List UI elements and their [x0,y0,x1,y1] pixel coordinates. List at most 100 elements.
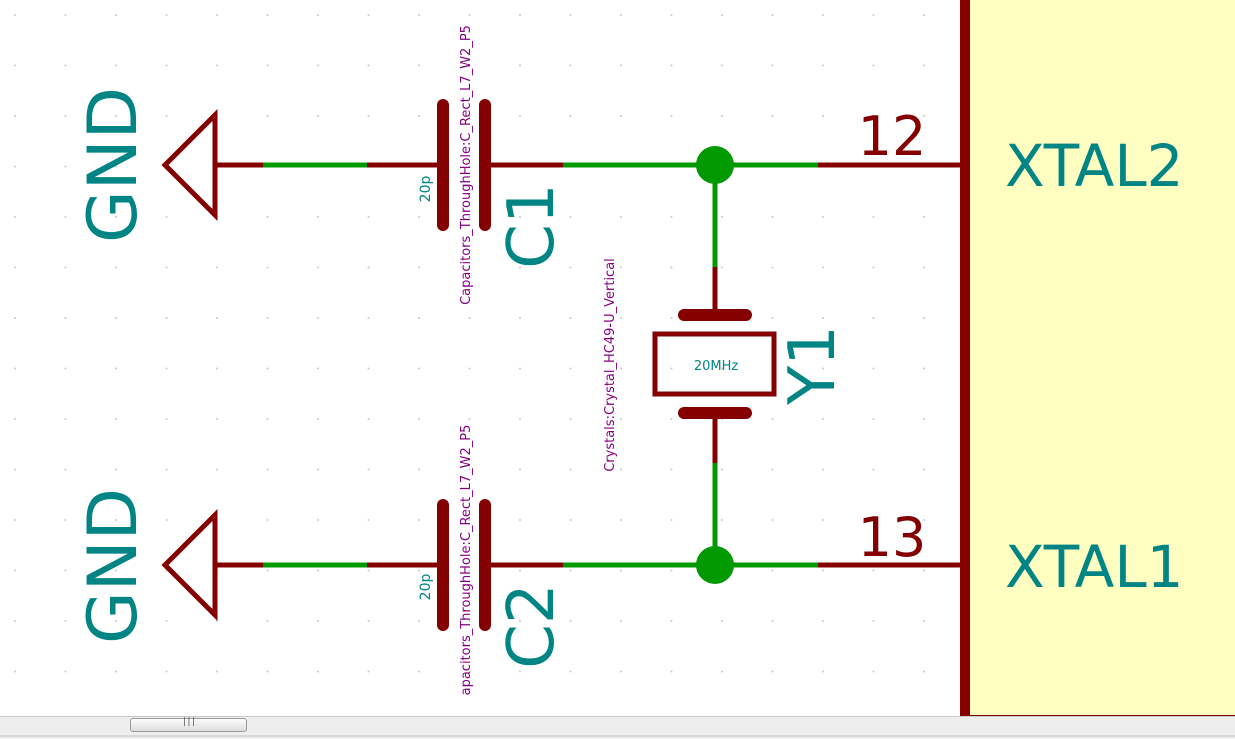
crystal-y1[interactable] [652,267,777,463]
grid-dot [317,670,319,673]
grid-dot [367,115,370,117]
grid-dot [418,519,420,521]
grid-dot [822,266,824,269]
gnd-symbol[interactable] [161,108,263,222]
grid-dot [620,418,622,420]
grid-dot [822,216,824,218]
grid-dot [64,64,67,67]
grid-dot [872,367,875,370]
grid-dot [569,468,572,471]
grid-dot [822,317,824,319]
grid-dot [468,266,471,269]
grid-dot [569,115,572,117]
grid-dot [468,317,471,319]
grid-dot [64,468,67,471]
grid-dot [216,418,218,420]
grid-dot [620,468,622,471]
grid-dot [216,14,218,16]
grid-dot [317,266,319,269]
grid-dot [670,367,673,370]
grid-dot [14,266,16,269]
grid-dot [115,670,117,673]
grid-dot [367,64,370,67]
grid-dot [468,468,471,471]
grid-dot [115,367,117,370]
grid-dot [872,14,875,16]
grid-dot [670,670,673,673]
grid-dot [670,620,673,622]
grid-dot [519,367,521,370]
grid-dot [620,367,622,370]
grid-dot [569,367,572,370]
grid-dot [418,317,420,319]
grid-dot [771,216,774,218]
grid-dot [367,569,370,572]
grid-dot [115,519,117,521]
grid-dot [569,620,572,622]
grid-dot [923,64,925,67]
grid-dot [266,64,269,67]
grid-dot [418,216,420,218]
grid-dot [14,165,16,168]
ic-body[interactable] [960,0,1235,716]
grid-dot [115,64,117,67]
grid-dot [266,468,269,471]
grid-dot [418,468,420,471]
pin-number-13: 13 [858,506,927,569]
grid-dot [822,418,824,420]
grid-dot [771,266,774,269]
gnd-symbol[interactable] [161,508,263,622]
grid-dot [468,620,471,622]
gnd-label: GND [74,87,153,243]
schematic-canvas[interactable]: 12 13 XTAL2 XTAL1 GND GND 20p 20p Capaci… [0,0,1235,716]
horizontal-scrollbar[interactable]: ||| [0,716,1235,739]
scrollbar-thumb[interactable]: ||| [130,717,247,732]
grid-dot [266,317,269,319]
grid-dot [923,519,925,521]
grid-dot [923,266,925,269]
grid-dot [468,670,471,673]
grid-dot [115,115,117,117]
grid-dot [569,569,572,572]
junction-dot[interactable] [696,546,734,584]
grid-dot [721,519,723,521]
grid-dot [266,14,269,16]
grid-dot [670,64,673,67]
grid-dot [115,418,117,420]
grid-dot [721,216,723,218]
capacitor-footprint: Capacitors_ThroughHole:C_Rect_L7_W2_P5 [459,25,474,305]
grid-dot [418,14,420,16]
grid-dot [519,468,521,471]
grid-dot [266,620,269,622]
junction-dot[interactable] [696,146,734,184]
grid-dot [14,216,16,218]
grid-dot [216,468,218,471]
grid-dot [620,670,622,673]
grid-dot [266,367,269,370]
scrollbar-grip: ||| [181,717,196,727]
grid-dot [216,64,218,67]
grid-dot [64,115,67,117]
grid-dot [569,670,572,673]
grid-dot [367,14,370,16]
grid-dot [64,165,67,168]
grid-dot [216,266,218,269]
grid-dot [569,14,572,16]
grid-dot [620,216,622,218]
capacitor-c2[interactable] [367,499,563,631]
grid-dot [872,519,875,521]
capacitor-c1[interactable] [367,99,563,231]
grid-dot [115,468,117,471]
grid-dot [64,569,67,572]
pin-name-xtal1: XTAL1 [1005,533,1184,601]
grid-dot [519,64,521,67]
grid-dot [64,620,67,622]
grid-dot [872,418,875,420]
grid-dot [317,64,319,67]
grid-dot [14,64,16,67]
grid-dot [872,569,875,572]
grid-dot [367,519,370,521]
grid-dot [670,569,673,572]
grid-dot [418,620,420,622]
grid-dot [14,468,16,471]
